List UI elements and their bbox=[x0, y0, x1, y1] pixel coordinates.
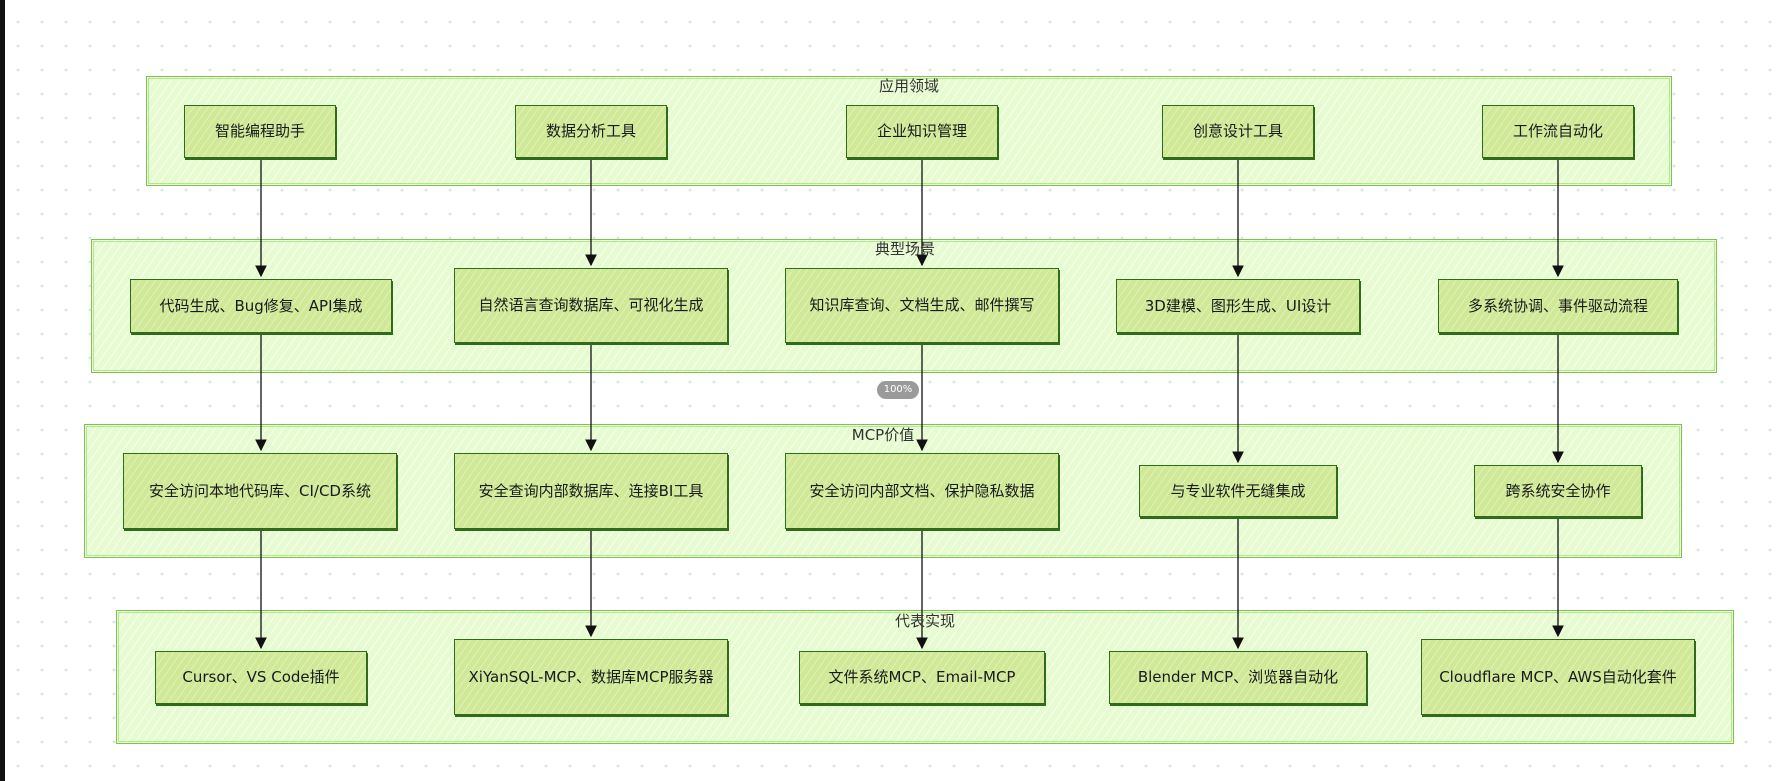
node-workflow-automation[interactable]: 工作流自动化 bbox=[1482, 105, 1634, 158]
node-value-workflow[interactable]: 跨系统安全协作 bbox=[1474, 465, 1642, 517]
node-coding-assistant[interactable]: 智能编程助手 bbox=[184, 105, 336, 158]
node-data-analysis-tools[interactable]: 数据分析工具 bbox=[515, 105, 667, 158]
node-scenario-knowledge[interactable]: 知识库查询、文档生成、邮件撰写 bbox=[785, 268, 1059, 343]
node-impl-design[interactable]: Blender MCP、浏览器自动化 bbox=[1109, 651, 1367, 704]
node-value-data[interactable]: 安全查询内部数据库、连接BI工具 bbox=[454, 453, 728, 529]
node-impl-workflow[interactable]: Cloudflare MCP、AWS自动化套件 bbox=[1421, 639, 1695, 715]
node-value-design[interactable]: 与专业软件无缝集成 bbox=[1139, 465, 1337, 517]
node-value-knowledge[interactable]: 安全访问内部文档、保护隐私数据 bbox=[785, 453, 1059, 529]
node-value-coding[interactable]: 安全访问本地代码库、CI/CD系统 bbox=[123, 453, 397, 529]
node-scenario-coding[interactable]: 代码生成、Bug修复、API集成 bbox=[130, 279, 392, 333]
node-scenario-design[interactable]: 3D建模、图形生成、UI设计 bbox=[1116, 279, 1360, 333]
window-left-edge bbox=[0, 0, 5, 781]
node-creative-design-tools[interactable]: 创意设计工具 bbox=[1162, 105, 1314, 158]
group-label-implementations: 代表实现 bbox=[894, 612, 956, 630]
group-label-application-domain: 应用领域 bbox=[878, 77, 940, 95]
node-scenario-data[interactable]: 自然语言查询数据库、可视化生成 bbox=[454, 268, 728, 343]
group-application-domain[interactable] bbox=[146, 76, 1672, 186]
zoom-level-badge[interactable]: 100% bbox=[877, 381, 919, 399]
group-label-typical-scenarios: 典型场景 bbox=[874, 240, 936, 258]
node-impl-coding[interactable]: Cursor、VS Code插件 bbox=[155, 651, 367, 704]
node-scenario-workflow[interactable]: 多系统协调、事件驱动流程 bbox=[1438, 279, 1678, 333]
node-impl-data[interactable]: XiYanSQL-MCP、数据库MCP服务器 bbox=[454, 639, 728, 715]
group-label-mcp-value: MCP价值 bbox=[851, 426, 915, 444]
node-knowledge-management[interactable]: 企业知识管理 bbox=[846, 105, 998, 158]
node-impl-knowledge[interactable]: 文件系统MCP、Email-MCP bbox=[799, 651, 1045, 704]
